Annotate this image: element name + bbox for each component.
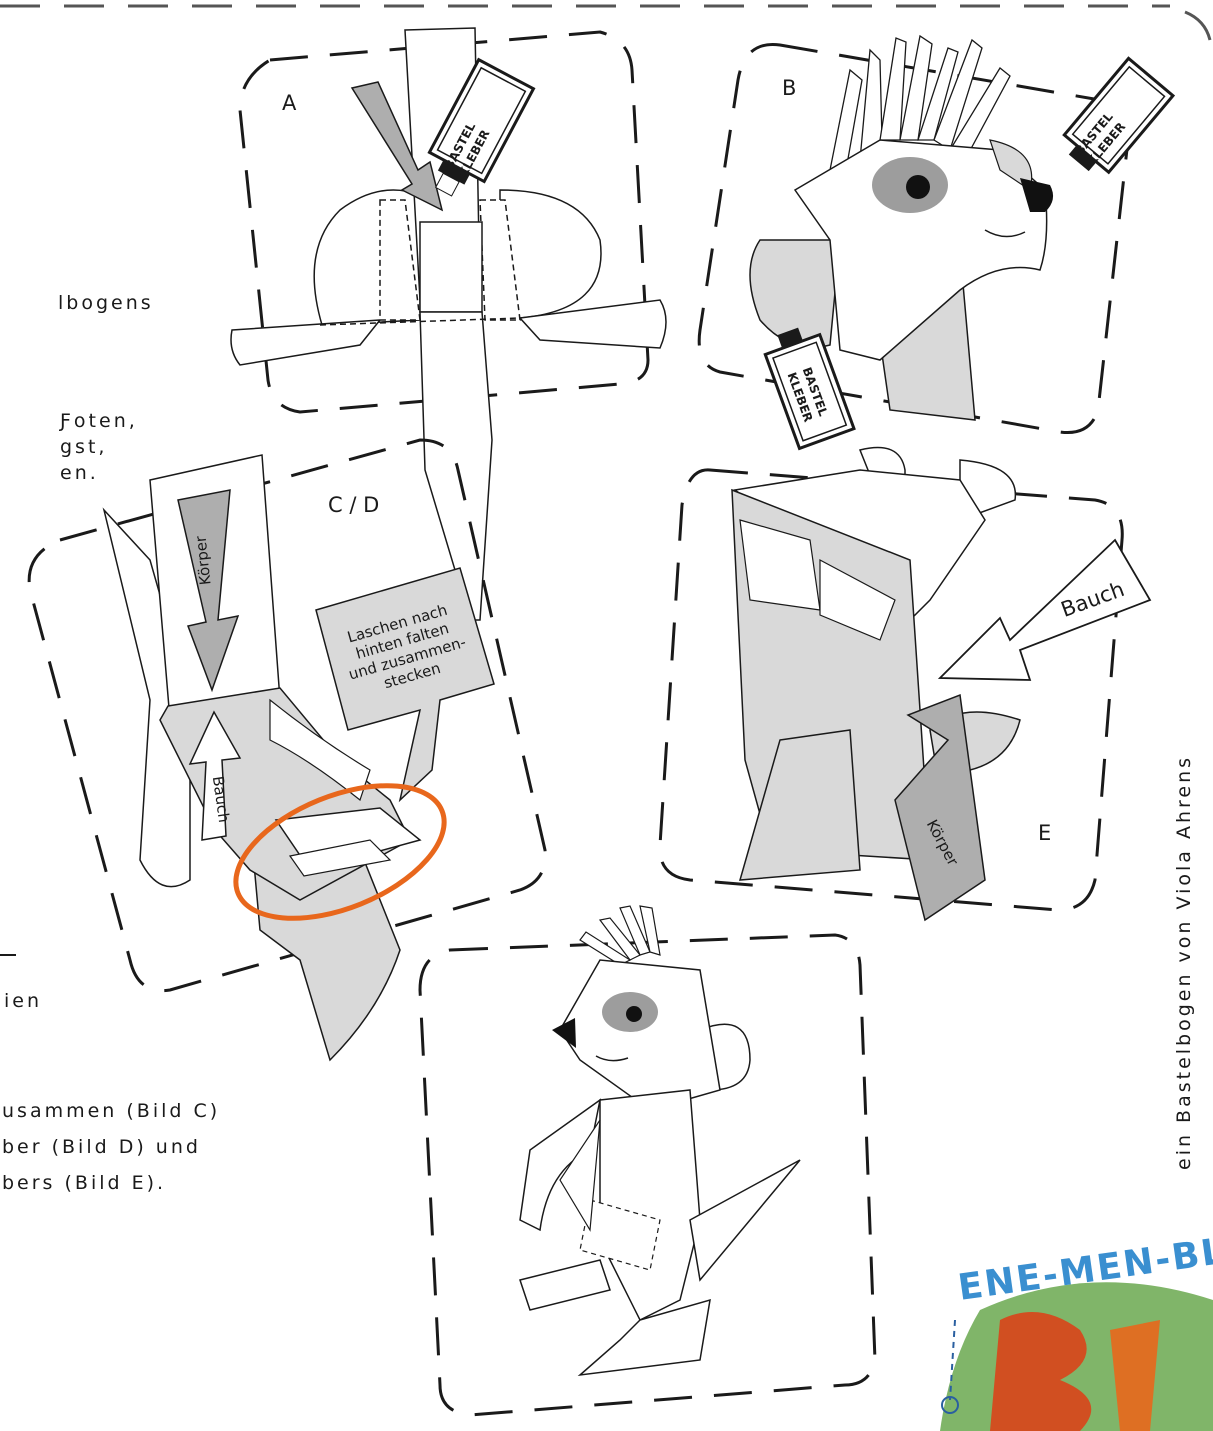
instruction-line-6: usammen (Bild C)	[2, 1100, 221, 1122]
instruction-line-8: bers (Bild E).	[2, 1172, 167, 1194]
panel-cd-label: C / D	[328, 493, 379, 517]
instruction-line-3: gst,	[60, 436, 108, 458]
highlight-ellipse	[233, 783, 447, 921]
scissors-icon	[941, 1396, 959, 1414]
instruction-line-1: lbogens	[58, 292, 154, 314]
panel-b-label: B	[782, 76, 796, 100]
cut-line-corner	[1184, 10, 1212, 41]
instruction-line-4: en.	[60, 462, 99, 484]
panel-a-label: A	[282, 91, 297, 115]
instruction-line-2: Ƒoten,	[60, 410, 138, 432]
panel-final	[418, 905, 877, 1417]
panel-b: BASTEL KLEBER BASTEL KLEBER B	[697, 34, 1176, 451]
instruction-line-7: ber (Bild D) und	[2, 1136, 201, 1158]
instruction-line-5: ien	[4, 990, 43, 1012]
panel-cd: Körper Bauch Laschen nach hinten falten …	[27, 438, 547, 1062]
logo: ENE-MEN-BLI	[940, 1229, 1213, 1431]
panel-e-label: E	[1038, 821, 1051, 845]
arrow-koerper-cd: Körper	[191, 534, 214, 586]
panel-e: Bauch Körper E	[658, 446, 1152, 922]
panel-a: BASTEL KLEBER A	[230, 27, 667, 621]
credit-text: ein Bastelbogen von Viola Ahrens	[1173, 755, 1195, 1170]
